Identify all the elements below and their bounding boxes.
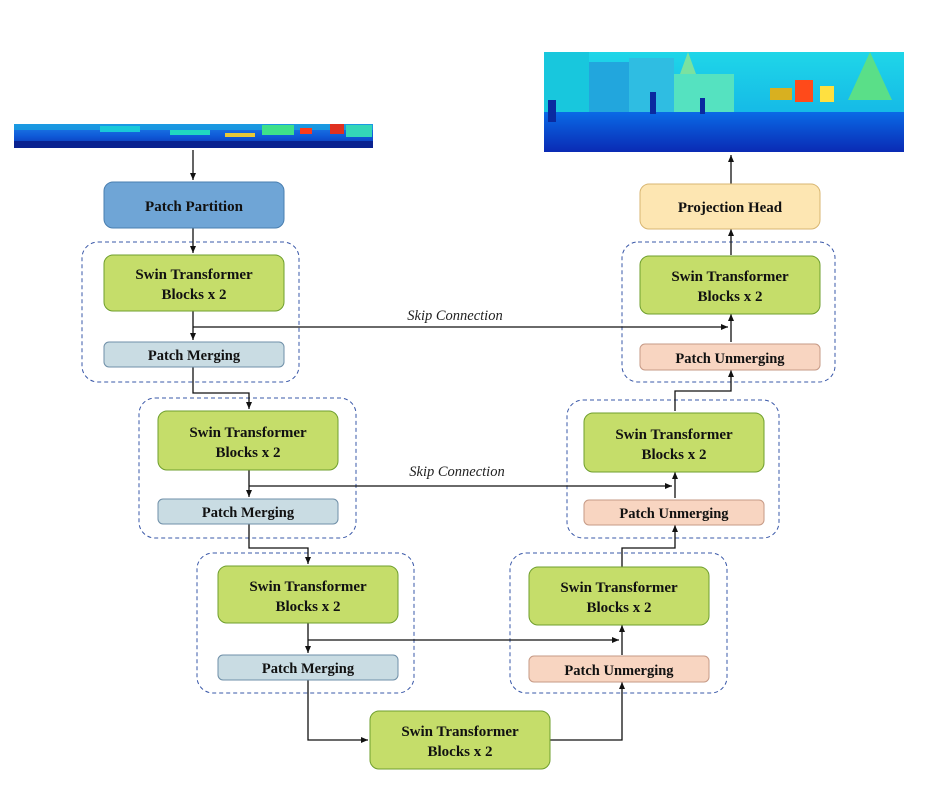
decoder-2-swin-block: Swin Transformer Blocks x 2 (583, 412, 765, 473)
decoder-3-swin-line2: Blocks x 2 (697, 289, 762, 305)
decoder-stage-1-group (509, 552, 728, 694)
decoder-3-swin-line1: Swin Transformer (671, 269, 789, 285)
decoder-3-unmerging-label: Patch Unmerging (675, 351, 785, 367)
skip-connection-2-label: Skip Connection (409, 464, 504, 480)
encoder-2-swin-block: Swin Transformer Blocks x 2 (157, 410, 339, 471)
decoder-1-swin-line1: Swin Transformer (560, 580, 678, 596)
encoder-3-swin-line2: Blocks x 2 (275, 599, 340, 615)
skip-connection-1: Skip Connection (193, 308, 728, 330)
projection-head-label: Projection Head (678, 200, 783, 216)
patch-partition-label: Patch Partition (145, 199, 244, 215)
decoder-2-unmerging-label: Patch Unmerging (619, 506, 729, 522)
decoder-3-patch-unmerging: Patch Unmerging (639, 343, 821, 371)
encoder-1-swin-block: Swin Transformer Blocks x 2 (103, 254, 285, 312)
bottleneck-swin-block: Swin Transformer Blocks x 2 (369, 710, 551, 770)
encoder-3-patch-merging: Patch Merging (217, 654, 399, 681)
bottleneck-line2: Blocks x 2 (427, 744, 492, 760)
bottleneck-line1: Swin Transformer (401, 724, 519, 740)
output-depth-image (544, 52, 904, 152)
patch-partition-box: Patch Partition (103, 181, 285, 229)
encoder-1-patch-merging: Patch Merging (103, 341, 285, 368)
decoder-1-swin-block: Swin Transformer Blocks x 2 (528, 566, 710, 626)
encoder-2-patch-merging: Patch Merging (157, 498, 339, 525)
decoder-2-swin-line2: Blocks x 2 (641, 447, 706, 463)
decoder-1-swin-line2: Blocks x 2 (586, 600, 651, 616)
decoder-1-unmerging-label: Patch Unmerging (564, 663, 674, 679)
encoder-stage-2-group (138, 397, 357, 539)
decoder-2-patch-unmerging: Patch Unmerging (583, 499, 765, 526)
skip-connection-1-label: Skip Connection (407, 308, 502, 324)
encoder-3-swin-line1: Swin Transformer (249, 579, 367, 595)
encoder-1-merging-label: Patch Merging (148, 348, 241, 364)
skip-connection-2: Skip Connection (249, 464, 672, 489)
input-depth-image (14, 124, 373, 148)
connectors (190, 150, 734, 743)
decoder-1-patch-unmerging: Patch Unmerging (528, 655, 710, 683)
encoder-3-swin-block: Swin Transformer Blocks x 2 (217, 565, 399, 624)
encoder-3-merging-label: Patch Merging (262, 661, 355, 677)
encoder-2-swin-line2: Blocks x 2 (215, 445, 280, 461)
encoder-2-swin-line1: Swin Transformer (189, 425, 307, 441)
encoder-stage-3-group (196, 552, 415, 694)
decoder-2-swin-line1: Swin Transformer (615, 427, 733, 443)
decoder-stage-3-group (621, 241, 836, 383)
encoder-1-swin-line1: Swin Transformer (135, 267, 253, 283)
encoder-1-swin-line2: Blocks x 2 (161, 287, 226, 303)
decoder-3-swin-block: Swin Transformer Blocks x 2 (639, 255, 821, 315)
projection-head-box: Projection Head (639, 183, 821, 230)
encoder-2-merging-label: Patch Merging (202, 505, 295, 521)
encoder-stage-1-group (81, 241, 300, 383)
